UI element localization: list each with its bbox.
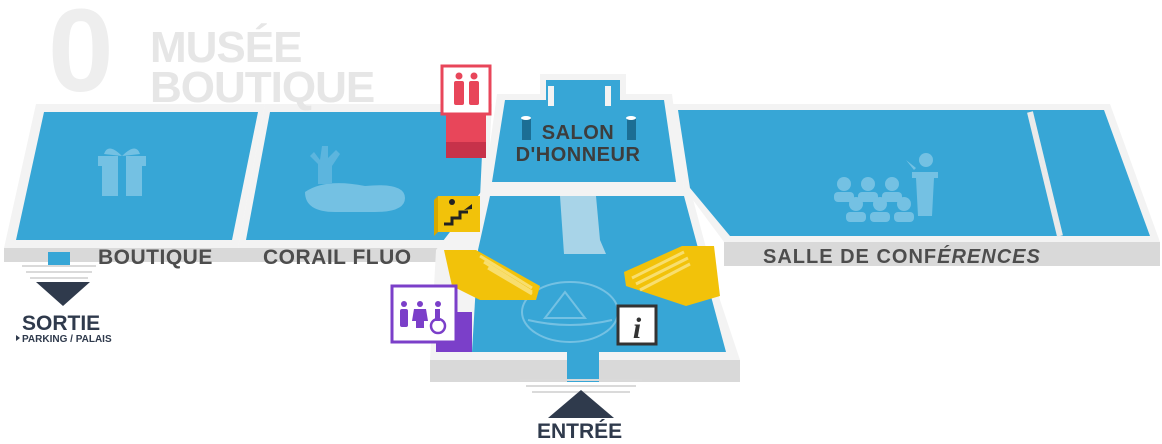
room-label-boutique: BOUTIQUE: [98, 246, 213, 269]
room-boutique-area[interactable]: [4, 104, 265, 266]
exit-sub-label[interactable]: PARKING / PALAIS: [22, 334, 112, 345]
room-salle-area[interactable]: [672, 104, 1160, 266]
svg-text:i: i: [633, 312, 642, 345]
room-label-salon-line2: D'HONNEUR: [515, 144, 641, 166]
room-label-salon-line1: SALON: [541, 122, 615, 144]
gift-icon: [98, 148, 146, 196]
conference-icon: [834, 153, 938, 222]
floor-title-line2: BOUTIQUE: [150, 63, 375, 112]
floor-title-line1: MUSÉE: [150, 23, 302, 72]
room-salon-area[interactable]: [484, 74, 684, 224]
stairs-right[interactable]: [624, 246, 720, 306]
accessible-toilets-icon: [390, 284, 472, 352]
toilets-icon: [440, 64, 492, 158]
info-icon: i: [616, 304, 658, 346]
room-label-salle: SALLE DE CONFÉRENCES: [763, 246, 1041, 269]
coral-icon: [305, 146, 405, 212]
stairs-up-icon: [434, 196, 480, 236]
entry-arrow[interactable]: [520, 379, 642, 418]
entrance-hall-area[interactable]: [430, 188, 740, 382]
floor-number: 0: [48, 0, 114, 117]
exit-sub-chevron-icon: [16, 335, 20, 341]
stairs-left[interactable]: [444, 250, 540, 300]
room-label-corail: CORAIL FLUO: [263, 246, 412, 269]
room-label-salle-part2: ÉRENCES: [937, 246, 1041, 268]
exit-arrow[interactable]: [22, 265, 96, 306]
room-corail-area[interactable]: [238, 104, 492, 262]
room-label-salle-part1: SALLE DE CONF: [763, 246, 938, 268]
entry-label[interactable]: ENTRÉE: [537, 420, 623, 443]
exit-label[interactable]: SORTIE: [22, 312, 101, 335]
room-label-salon: SALON D'HONNEUR: [503, 122, 653, 166]
